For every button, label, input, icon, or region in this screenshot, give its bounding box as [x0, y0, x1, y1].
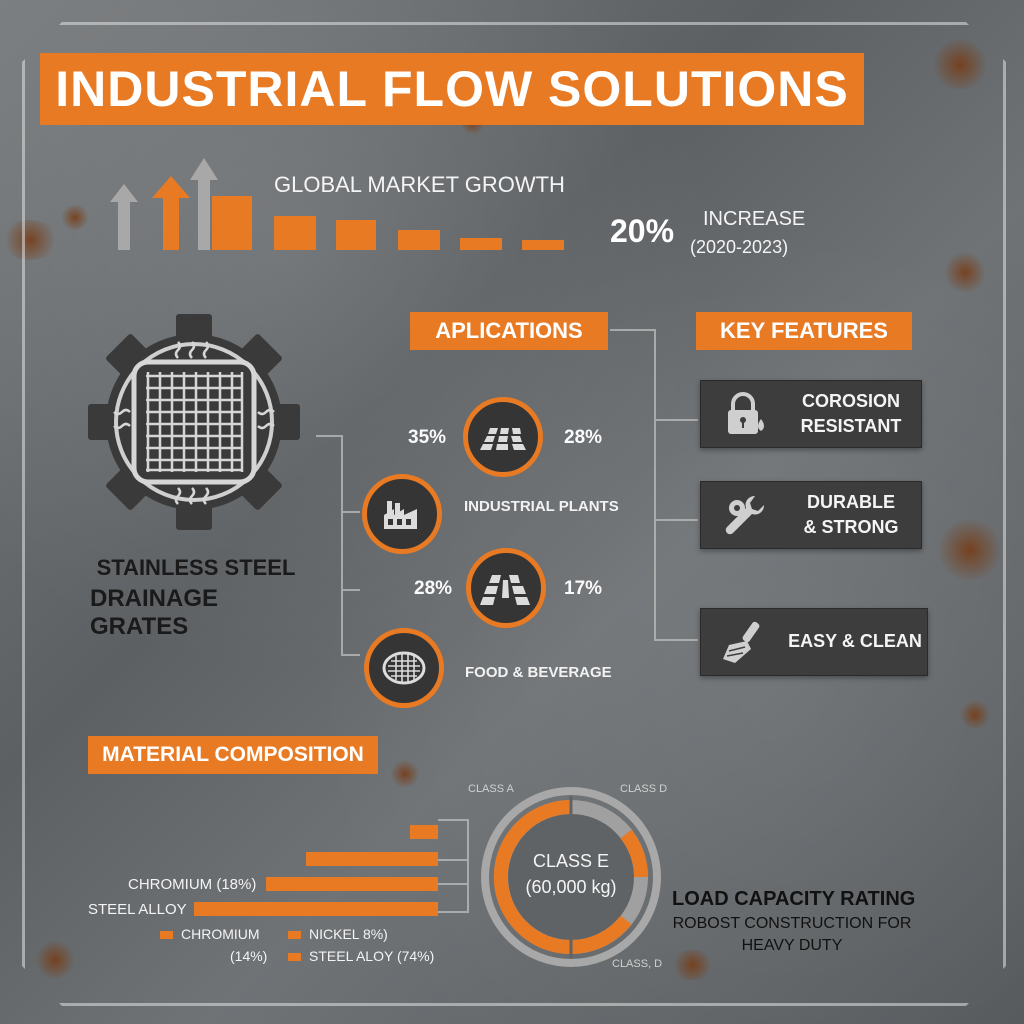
gauge-label-class-a: CLASS A [468, 783, 514, 795]
growth-bar [522, 240, 564, 250]
application-right-percent: 17% [564, 578, 603, 599]
legend-label: CHROMIUM [181, 926, 260, 942]
rust-stain [60, 205, 90, 230]
application-left-percent: 28% [414, 578, 453, 599]
growth-bar [212, 196, 252, 250]
legend-swatch [160, 931, 173, 940]
product-name-line2: DRAINAGE GRATES [90, 585, 219, 640]
application-floor-tiles [463, 397, 543, 477]
market-percent: 20% [610, 213, 675, 249]
key-features-heading: KEY FEATURES [696, 312, 912, 350]
rust-stain [960, 700, 990, 730]
gauge-label-class-d: CLASS D [620, 783, 668, 795]
rust-stain [390, 760, 420, 788]
arrow-up-icon [190, 158, 218, 250]
legend-steel: STEEL ALOY (74%) [288, 948, 434, 964]
feature-line2: & STRONG [803, 517, 899, 537]
feature-line1: DURABLE [807, 492, 895, 512]
factory-icon [384, 501, 417, 529]
application-right-percent: 28% [564, 427, 603, 448]
application-left-percent: 35% [408, 427, 447, 448]
material-bar-label: STEEL ALLOY [88, 901, 187, 918]
legend-nickel: NICKEL 8%) [288, 926, 388, 942]
application-industrial-plants [362, 474, 442, 554]
legend-chromium-percent: (14%) [230, 948, 268, 964]
load-capacity-gauge [481, 787, 661, 967]
legend-swatch [288, 953, 301, 962]
rust-stain [35, 940, 75, 980]
market-heading: GLOBAL MARKET GROWTH [274, 172, 565, 197]
gauge-label-class-d: CLASS, D [612, 958, 663, 970]
feature-line1: EASY & CLEAN [788, 631, 922, 651]
material-bar [194, 902, 438, 916]
page-title: INDUSTRIAL FLOW SOLUTIONS [40, 53, 864, 125]
material-bar [266, 877, 438, 891]
market-increase-label: INCREASE [703, 208, 806, 230]
growth-bar [398, 230, 440, 250]
arrow-up-icon [152, 176, 190, 250]
material-heading: MATERIAL COMPOSITION [88, 736, 378, 774]
brush-icon [723, 621, 760, 663]
rust-stain [0, 220, 60, 260]
wrench-icon [725, 495, 765, 535]
drainage-grate-gear-icon [88, 314, 300, 530]
gauge-center-load: (60,000 kg) [525, 877, 617, 897]
page-frame [22, 22, 1006, 1006]
feature-easy-clean: EASY & CLEAN [700, 608, 928, 676]
application-label: INDUSTRIAL PLANTS [464, 498, 619, 515]
lock-droplet-icon [728, 392, 764, 434]
growth-graphic [110, 158, 564, 250]
growth-bar [460, 238, 502, 250]
legend-chromium: CHROMIUM [160, 926, 260, 942]
load-capacity-subtitle: HEAVY DUTY [741, 937, 843, 954]
feature-durable-strong: DURABLE & STRONG [700, 481, 922, 549]
feature-corrosion-resistant: COROSION RESISTANT [700, 380, 922, 448]
rust-stain [930, 40, 990, 90]
load-capacity-heading: LOAD CAPACITY RATING [672, 888, 916, 910]
applications-heading: APLICATIONS [410, 312, 608, 350]
growth-bar [336, 220, 376, 250]
rust-stain [935, 520, 1005, 580]
rust-stain [945, 250, 985, 295]
feature-line1: COROSION [801, 391, 900, 411]
market-period: (2020-2023) [690, 237, 789, 257]
material-bar [306, 852, 438, 866]
application-food-beverage [364, 628, 444, 708]
drain-cover-icon [382, 651, 426, 685]
product-name-line1: STAINLESS STEEL [96, 555, 296, 580]
application-label: FOOD & BEVERAGE [465, 664, 612, 681]
rust-stain [670, 950, 715, 980]
load-capacity-subtitle: ROBOST CONSTRUCTION FOR [672, 915, 912, 932]
legend-swatch [288, 931, 301, 940]
feature-line2: RESISTANT [800, 416, 902, 436]
gauge-center-class: CLASS E [532, 851, 610, 871]
material-bar [410, 825, 438, 839]
application-pavement [466, 548, 546, 628]
legend-label: NICKEL 8%) [309, 926, 388, 942]
arrow-up-icon [110, 184, 138, 250]
floor-tiles-icon [480, 428, 526, 450]
growth-bar [274, 216, 316, 250]
legend-label: STEEL ALOY (74%) [309, 948, 435, 964]
material-bar-label: CHROMIUM (18%) [128, 876, 257, 893]
pavement-icon [480, 575, 530, 605]
